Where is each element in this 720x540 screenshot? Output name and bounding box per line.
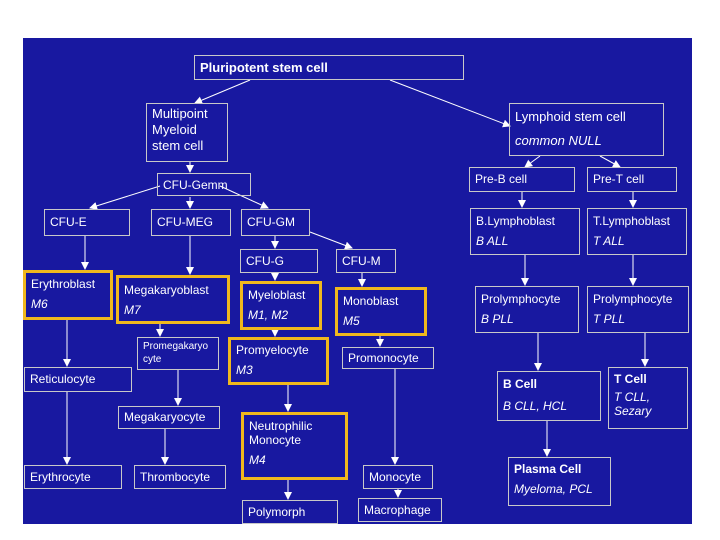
node-label: CFU-MEG [157,215,213,229]
node-sub-label: T ALL [593,234,625,248]
node-promyelocyte: Promyelocyte M3 [228,337,329,385]
node-label: Myeloblast [248,288,306,302]
node-t-cell: T Cell T CLL, Sezary [608,367,688,429]
node-cfu-gemm: CFU-Gemm [157,173,251,196]
node-cfu-meg: CFU-MEG [151,209,231,236]
node-label: Plasma Cell [514,462,582,476]
node-megakaryocyte: Megakaryocyte [118,406,220,429]
node-promonocyte: Promonocyte [342,347,434,369]
node-label: Lymphoid stem cell [515,109,626,124]
node-pre-t-cell: Pre-T cell [587,167,677,192]
node-plasma-cell: Plasma Cell Myeloma, PCL [508,457,611,506]
node-myeloid-stem-cell: Multipoint Myeloid stem cell [146,103,228,162]
node-label: B.Lymphoblast [476,214,555,228]
node-t-prolymphocyte: Prolymphocyte T PLL [587,286,689,333]
node-cfu-g: CFU-G [240,249,318,273]
node-polymorph: Polymorph [242,500,338,524]
node-sub-label: B PLL [481,312,514,326]
node-cfu-gm: CFU-GM [241,209,310,236]
node-b-prolymphocyte: Prolymphocyte B PLL [475,286,579,333]
node-label: Prolymphocyte [593,292,673,306]
node-cfu-e: CFU-E [44,209,130,236]
node-pluripotent-stem-cell: Pluripotent stem cell [194,55,464,80]
node-label: CFU-M [342,254,381,268]
node-label: Thrombocyte [140,470,211,484]
node-erythrocyte: Erythrocyte [24,465,122,489]
node-label: T.Lymphoblast [593,214,670,228]
node-label: Promonocyte [348,351,419,365]
node-megakaryoblast: Megakaryoblast M7 [116,275,230,324]
node-label: T Cell [614,372,647,386]
node-label: Promyelocyte [236,343,309,357]
node-label: Megakaryoblast [124,283,209,297]
node-lymphoid-stem-cell: Lymphoid stem cell common NULL [509,103,664,156]
node-label: Promegakaryo cyte [143,341,209,365]
node-sub-label: T CLL, Sezary [614,390,652,418]
node-b-cell: B Cell B CLL, HCL [497,371,601,421]
node-monoblast: Monoblast M5 [335,287,427,336]
node-sub-label: M4 [249,453,266,467]
node-monocyte: Monocyte [363,465,433,489]
node-sub-label: M6 [31,297,48,311]
node-label: Multipoint Myeloid stem cell [152,106,208,153]
node-neutrophilic-monocyte: Neutrophilic Monocyte M4 [241,412,348,480]
node-sub-label: B CLL, HCL [503,399,568,413]
node-t-lymphoblast: T.Lymphoblast T ALL [587,208,687,255]
node-label: CFU-G [246,254,284,268]
node-pre-b-cell: Pre-B cell [469,167,575,192]
node-label: Monoblast [343,294,399,308]
node-label: CFU-Gemm [163,178,228,192]
node-label: Pre-T cell [593,172,645,186]
node-sub-label: M3 [236,363,253,377]
node-label: Prolymphocyte [481,292,561,306]
node-thrombocyte: Thrombocyte [134,465,226,489]
node-sub-label: M1, M2 [248,308,289,322]
node-label: Macrophage [364,503,431,517]
node-sub-label: M5 [343,314,360,328]
node-erythroblast: Erythroblast M6 [23,270,113,320]
node-label: CFU-GM [247,215,295,229]
node-sub-label: M7 [124,303,141,317]
node-sub-label: Myeloma, PCL [514,482,593,496]
node-sub-label: B ALL [476,234,509,248]
node-sub-label: T PLL [593,312,626,326]
node-label: CFU-E [50,215,87,229]
node-label: Reticulocyte [30,372,96,386]
node-macrophage: Macrophage [358,498,442,522]
node-label: Erythrocyte [30,470,91,484]
node-label: Neutrophilic Monocyte [249,419,313,447]
node-reticulocyte: Reticulocyte [24,367,132,392]
node-label: Pre-B cell [475,172,528,186]
node-label: B Cell [503,377,538,391]
node-label: Pluripotent stem cell [200,60,328,75]
node-b-lymphoblast: B.Lymphoblast B ALL [470,208,580,255]
node-sub-label: common NULL [515,133,602,148]
node-label: Megakaryocyte [124,410,206,424]
node-label: Erythroblast [31,277,96,291]
node-promegakaryocyte: Promegakaryo cyte [137,337,219,370]
node-myeloblast: Myeloblast M1, M2 [240,281,322,330]
slide-background [23,38,692,524]
node-cfu-m: CFU-M [336,249,396,273]
node-label: Polymorph [248,505,306,519]
node-label: Monocyte [369,470,422,484]
